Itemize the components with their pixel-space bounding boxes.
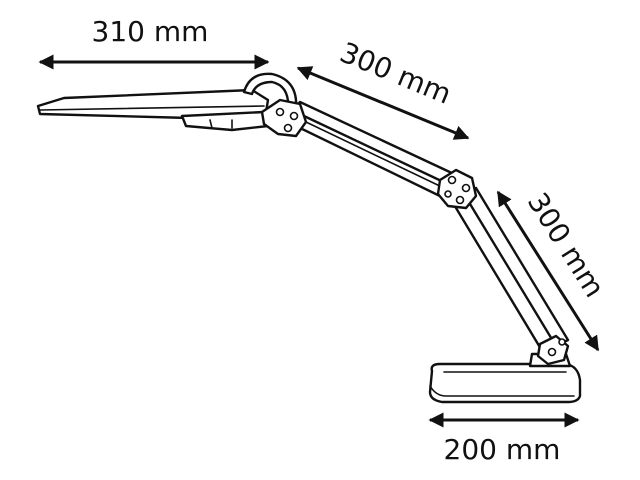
- upper-arm: [288, 100, 456, 200]
- dimension-shade-width: 310 mm: [38, 15, 270, 70]
- lower-arm-arrow: [496, 190, 600, 352]
- shade-width-label: 310 mm: [92, 15, 209, 48]
- upper-arm-label: 300 mm: [335, 36, 456, 111]
- desk-lamp: [36, 72, 582, 404]
- dimension-base-width: 200 mm: [428, 412, 580, 466]
- elbow-joint: [436, 168, 478, 210]
- lamp-shade: [36, 72, 298, 132]
- head-joint: [260, 98, 308, 138]
- base-width-label: 200 mm: [444, 433, 561, 466]
- upper-arm-arrow: [296, 66, 470, 140]
